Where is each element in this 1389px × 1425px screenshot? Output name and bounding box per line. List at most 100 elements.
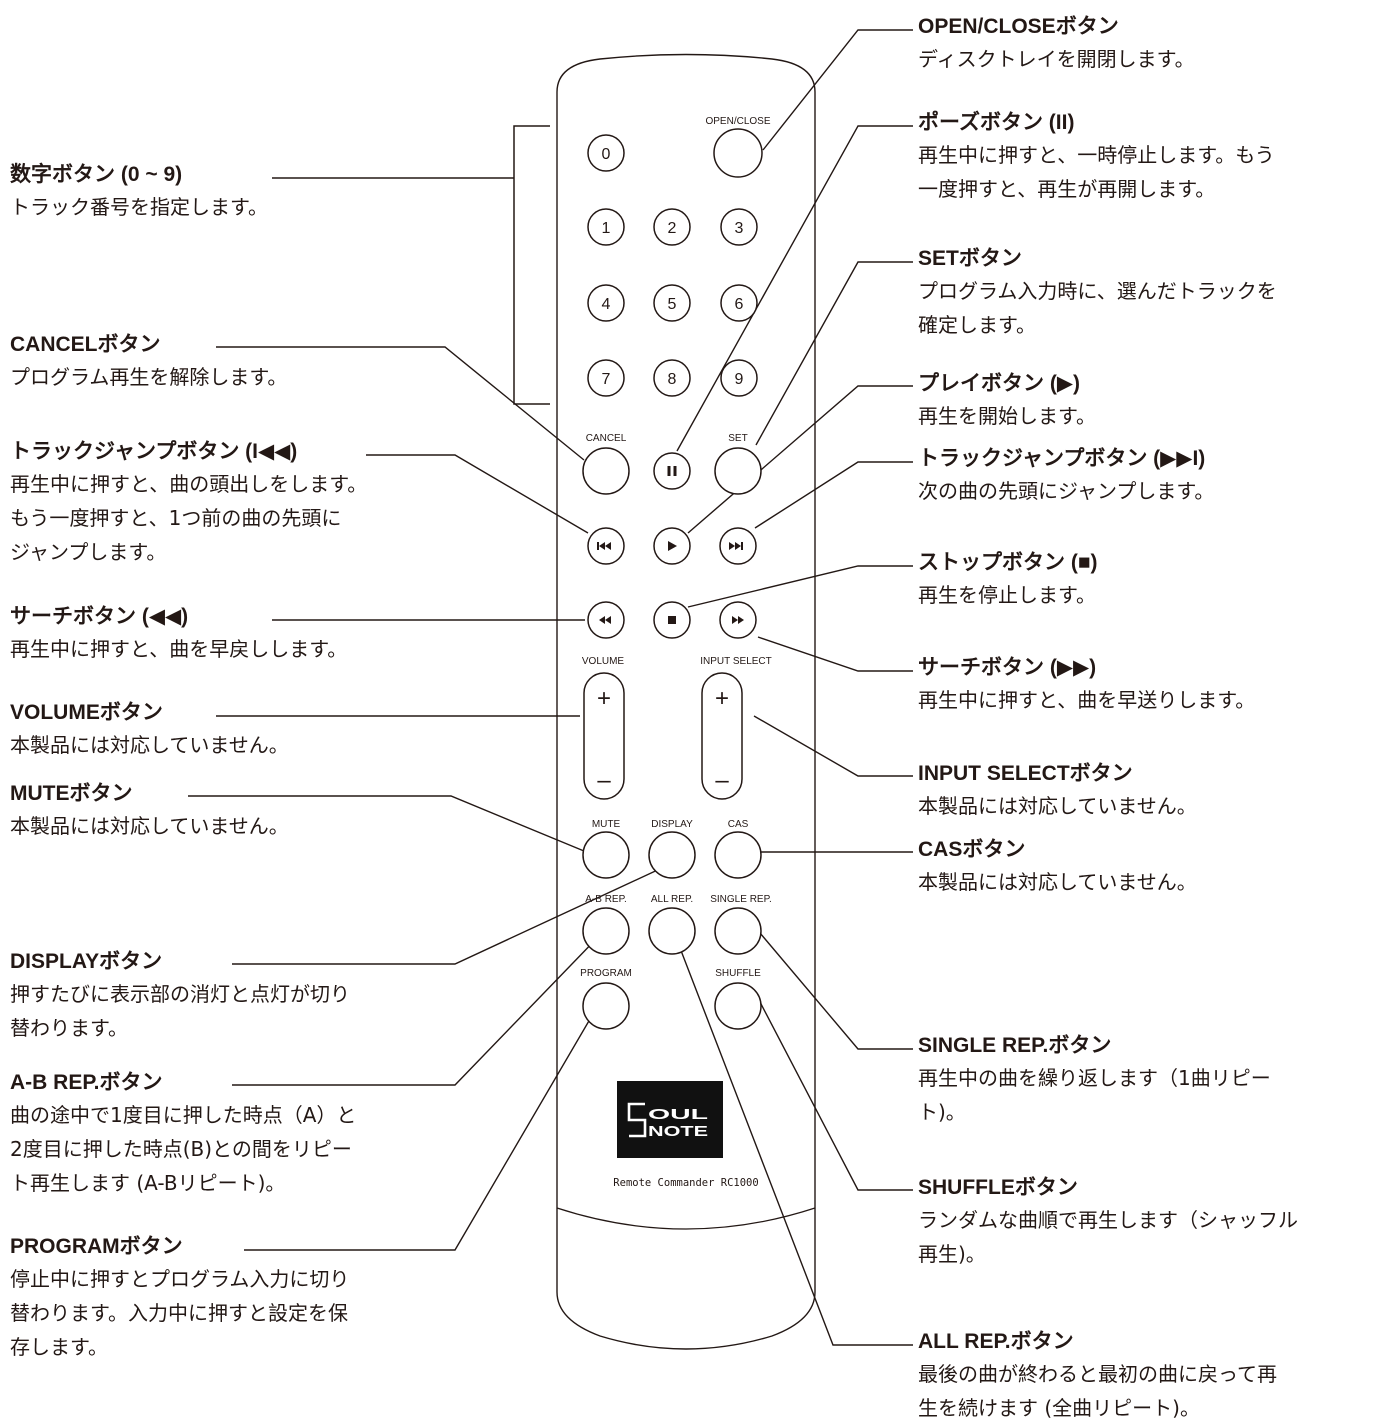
cancel-button[interactable] <box>582 447 630 495</box>
callout-cas: CASボタン 本製品には対応していません。 <box>918 835 1197 899</box>
callout-title: ALL REP.ボタン <box>918 1330 1074 1353</box>
callout-desc: 再生中に押すと、曲を早戻しします。 <box>10 637 348 661</box>
digit-7-button[interactable] <box>587 359 625 397</box>
volume-plus-label: + <box>597 685 611 712</box>
digit-0-button[interactable] <box>587 134 625 172</box>
callout-display: DISPLAYボタン 押すたびに表示部の消灯と点灯が切り 替わります。 <box>10 947 350 1045</box>
callout-title: MUTEボタン <box>10 782 133 805</box>
callout-set: SETボタン プログラム入力時に、選んだトラックを 確定します。 <box>918 244 1277 342</box>
cas-button[interactable] <box>714 831 762 879</box>
callout-desc: 本製品には対応していません。 <box>918 870 1197 894</box>
callout-fast-forward: サーチボタン (▶▶) 再生中に押すと、曲を早送りします。 <box>918 653 1255 717</box>
callout-title: SETボタン <box>918 247 1022 270</box>
callout-cancel: CANCELボタン プログラム再生を解除します。 <box>10 330 287 394</box>
digit-2-button[interactable] <box>653 208 691 246</box>
all-rep-button[interactable] <box>648 907 696 955</box>
leader-display <box>232 866 665 965</box>
leader-single <box>759 932 913 1050</box>
digit-6-button[interactable] <box>720 284 758 322</box>
callout-rewind: サーチボタン (◀◀) 再生中に押すと、曲を早戻しします。 <box>10 602 347 666</box>
callout-desc: 再生中に押すと、一時停止します。もう 一度押すと、再生が再開します。 <box>918 143 1275 201</box>
callout-desc: 本製品には対応していません。 <box>10 814 289 838</box>
digit-6-label: 6 <box>735 296 744 313</box>
callout-volume: VOLUMEボタン 本製品には対応していません。 <box>10 698 289 762</box>
callout-desc: ランダムな曲順で再生します（シャッフル 再生)。 <box>918 1208 1298 1266</box>
callout-desc: ディスクトレイを開閉します。 <box>918 47 1195 71</box>
remote-diagram: 0 1 2 3 4 5 6 7 8 9 OPEN/CLOSE CANCEL SE… <box>188 29 913 1350</box>
input-select-label: INPUT SELECT <box>700 656 772 667</box>
leader-ab <box>232 934 601 1086</box>
single-rep-button[interactable] <box>714 907 762 955</box>
leader-cancel <box>216 346 585 461</box>
callout-title: INPUT SELECTボタン <box>918 762 1133 785</box>
remote-lower-seam <box>556 1207 816 1230</box>
callout-desc: トラック番号を指定します。 <box>10 195 268 219</box>
callout-title: プレイボタン (▶) <box>918 372 1080 395</box>
callout-title: ポーズボタン (II) <box>918 111 1075 134</box>
leader-set <box>755 261 913 446</box>
digit-4-button[interactable] <box>587 284 625 322</box>
digit-9-label: 9 <box>735 371 744 388</box>
digit-5-label: 5 <box>668 296 677 313</box>
logo-bottom-text: NOTE <box>648 1123 708 1140</box>
program-button[interactable] <box>582 982 630 1030</box>
display-label: DISPLAY <box>651 819 693 830</box>
single-rep-label: SINGLE REP. <box>710 894 772 905</box>
volume-minus-label: – <box>597 767 611 794</box>
callout-title: トラックジャンプボタン (▶▶I) <box>918 447 1206 470</box>
open-close-button[interactable] <box>713 128 763 178</box>
volume-label: VOLUME <box>582 656 625 667</box>
callout-ab-rep: A-B REP.ボタン 曲の途中で1度目に押した時点（A）と 2度目に押した時点… <box>10 1068 356 1200</box>
callout-desc: 再生中の曲を繰り返します（1曲リピー ト)。 <box>918 1066 1271 1124</box>
cas-label: CAS <box>728 819 749 830</box>
leader-input <box>753 715 913 777</box>
callout-shuffle: SHUFFLEボタン ランダムな曲順で再生します（シャッフル 再生)。 <box>918 1173 1298 1271</box>
callout-title: VOLUMEボタン <box>10 701 163 724</box>
rewind-icon <box>599 616 611 624</box>
shuffle-label: SHUFFLE <box>715 968 761 979</box>
volume-rocker[interactable] <box>583 672 625 800</box>
callout-desc: プログラム再生を解除します。 <box>10 365 288 389</box>
prev-track-icon <box>597 542 611 550</box>
callout-title: SHUFFLEボタン <box>918 1176 1078 1199</box>
callout-next-track: トラックジャンプボタン (▶▶I) 次の曲の先頭にジャンプします。 <box>918 444 1214 508</box>
callout-desc: 再生中に押すと、曲の頭出しをします。 もう一度押すと、1つ前の曲の先頭に ジャン… <box>10 472 368 564</box>
play-icon <box>668 541 677 551</box>
program-label: PROGRAM <box>580 968 632 979</box>
callout-title: OPEN/CLOSEボタン <box>918 15 1119 38</box>
digit-9-button[interactable] <box>720 359 758 397</box>
callout-play: プレイボタン (▶) 再生を開始します。 <box>918 369 1096 433</box>
callout-desc: 押すたびに表示部の消灯と点灯が切り 替わります。 <box>10 982 350 1040</box>
leader-ff <box>757 636 913 672</box>
digit-1-button[interactable] <box>587 208 625 246</box>
digit-3-button[interactable] <box>720 208 758 246</box>
callout-title: サーチボタン (◀◀) <box>10 605 189 628</box>
leader-pause <box>676 125 913 452</box>
leader-open-close <box>762 29 913 151</box>
ab-rep-button[interactable] <box>582 907 630 955</box>
callout-program: PROGRAMボタン 停止中に押すとプログラム入力に切り 替わります。入力中に押… <box>10 1232 349 1364</box>
digit-8-button[interactable] <box>653 359 691 397</box>
shuffle-button[interactable] <box>714 982 762 1030</box>
display-button[interactable] <box>648 831 696 879</box>
callout-title: 数字ボタン (0 ~ 9) <box>10 163 183 186</box>
brand-logo-mark: OUL NOTE <box>627 1102 708 1140</box>
callout-all-rep: ALL REP.ボタン 最後の曲が終わると最初の曲に戻って再 生を続けます (全… <box>918 1327 1277 1425</box>
digit-8-label: 8 <box>668 371 677 388</box>
pause-icon <box>667 466 677 476</box>
callout-desc: 最後の曲が終わると最初の曲に戻って再 生を続けます (全曲リピート)。 <box>918 1362 1277 1420</box>
leader-all <box>679 947 913 1346</box>
callout-input-select: INPUT SELECTボタン 本製品には対応していません。 <box>918 759 1197 823</box>
ab-rep-label: A-B REP. <box>585 894 627 905</box>
digit-0-label: 0 <box>602 146 611 163</box>
input-select-rocker[interactable] <box>701 672 743 800</box>
set-button[interactable] <box>714 447 762 495</box>
callout-open-close: OPEN/CLOSEボタン ディスクトレイを開閉します。 <box>918 12 1195 76</box>
mute-button[interactable] <box>582 831 630 879</box>
digit-5-button[interactable] <box>653 284 691 322</box>
pause-button[interactable] <box>653 452 691 490</box>
callout-desc: 曲の途中で1度目に押した時点（A）と 2度目に押した時点(B)との間をリピー ト… <box>10 1103 357 1195</box>
callout-title: サーチボタン (▶▶) <box>918 656 1097 679</box>
digit-2-label: 2 <box>668 220 677 237</box>
callout-title: CASボタン <box>918 838 1026 861</box>
